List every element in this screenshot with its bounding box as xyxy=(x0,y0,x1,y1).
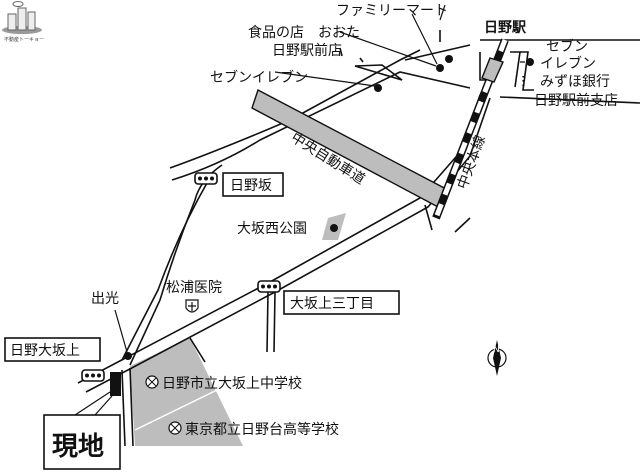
destination-marker xyxy=(110,372,121,396)
school-symbol-icon xyxy=(145,375,159,389)
seven-right-label-2: イレブン xyxy=(540,55,596,72)
signal-osakaue3-label: 大坂上三丁目 xyxy=(290,296,374,312)
high-school-label: 東京都立日野台高等学校 xyxy=(185,421,339,438)
idemitsu-label: 出光 xyxy=(91,291,119,307)
junior-high-label: 日野市立大坂上中学校 xyxy=(162,375,302,392)
signal-hino-osakaue-label: 日野大坂上 xyxy=(10,343,80,359)
traffic-signal-icon xyxy=(194,172,218,185)
north-label: N xyxy=(493,345,500,355)
traffic-signal-icon xyxy=(257,280,281,293)
shokuhin-label-2: 日野駅前店 xyxy=(272,42,342,59)
seven-left-marker xyxy=(374,84,382,92)
seven-right-marker xyxy=(526,58,534,66)
hospital-icon xyxy=(185,299,199,313)
ota-marker xyxy=(436,64,444,72)
mizuho-label-1: みずほ銀行 xyxy=(540,74,610,90)
park-label: 大坂西公園 xyxy=(237,221,307,237)
familymart-marker xyxy=(445,55,453,63)
seven-left-label: セブンイレブン xyxy=(210,69,308,86)
bank-icon: ⵗ xyxy=(521,74,525,90)
idemitsu-marker xyxy=(124,352,132,360)
traffic-signal-icon xyxy=(81,369,105,382)
shokuhin-label-1: 食品の店 おおた xyxy=(248,24,360,41)
park-marker xyxy=(330,224,338,232)
station-label: 日野駅 xyxy=(484,20,527,36)
logo: 不動産トーキョー xyxy=(2,1,44,43)
hino-station xyxy=(481,57,504,83)
north-arrow-icon: N xyxy=(487,340,507,376)
logo-text: 不動産トーキョー xyxy=(4,36,44,43)
seven-right-label-1: セブン xyxy=(546,38,588,55)
mizuho-label-2: 日野駅前支店 xyxy=(534,92,618,109)
school-symbol-icon xyxy=(168,421,182,435)
signal-hinozaka-label: 日野坂 xyxy=(230,178,272,194)
destination-label: 現地 xyxy=(52,432,104,462)
familymart-label: ファミリーマート xyxy=(336,3,448,19)
clinic-label: 松浦医院 xyxy=(166,280,222,296)
